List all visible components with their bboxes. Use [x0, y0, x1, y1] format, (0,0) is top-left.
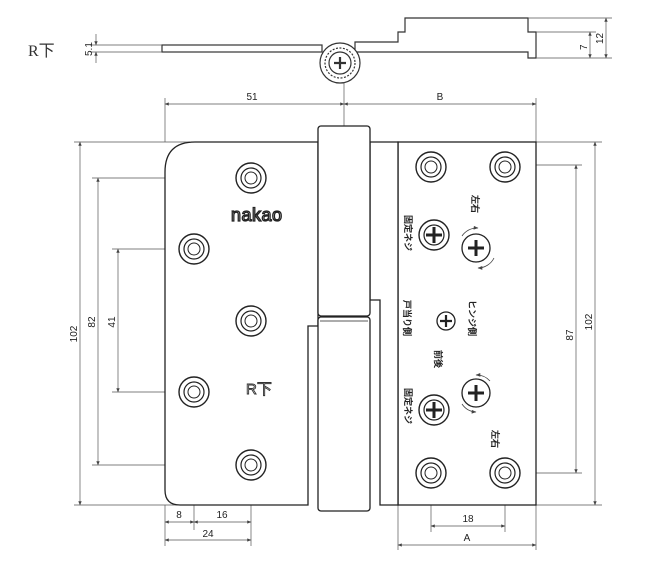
dim-thickness: 5.1 [84, 42, 95, 56]
hole-left-3 [235, 305, 267, 337]
top-view-left-leaf [161, 44, 323, 53]
label-fixing-screw-upper: 固定ネジ [403, 215, 414, 251]
label-hinge-side: ヒンジ側 [467, 300, 478, 336]
label-fixing-screw-lower: 固定ネジ [403, 388, 414, 424]
mounting-holes [178, 151, 521, 489]
dim-width-B: B [437, 92, 444, 103]
top-view-screw-cross [334, 57, 346, 69]
label-left-right-upper: 左右 [470, 194, 481, 213]
plate-mark: R下 [246, 381, 272, 398]
hole-right-2 [489, 151, 521, 183]
dim-bottom-A: A [464, 533, 471, 544]
hole-right-1 [415, 151, 447, 183]
top-view [161, 17, 537, 84]
label-left-right-lower: 左右 [490, 429, 501, 448]
label-door-stop-side: 戸当り側 [402, 300, 413, 336]
lower-knuckle [317, 316, 371, 512]
dim-height-87: 87 [565, 329, 576, 341]
hole-left-4 [178, 376, 210, 408]
hole-right-3 [415, 457, 447, 489]
adjust-screw-center [436, 311, 456, 331]
dim-bottom-18: 18 [462, 514, 474, 525]
dim-width-51: 51 [246, 92, 258, 103]
fixing-screw-upper [418, 219, 450, 251]
dim-bottom-16: 16 [216, 510, 228, 521]
top-dimension-lines [90, 17, 612, 63]
dim-height-102-left: 102 [69, 325, 80, 342]
dim-bottom-8: 8 [176, 510, 182, 521]
dim-height-41: 41 [107, 316, 118, 328]
top-view-knuckle-knurl [324, 47, 356, 79]
dim-height-82: 82 [87, 316, 98, 328]
drawing-title: R下 [28, 43, 55, 60]
hole-left-1 [235, 162, 267, 194]
top-view-right-leaf [354, 17, 537, 59]
hole-left-2 [178, 233, 210, 265]
dim-top-12: 12 [595, 32, 606, 44]
fixing-screw-lower [418, 394, 450, 426]
nakao-logo: nakao [231, 205, 283, 225]
label-front-back: 前後 [433, 350, 444, 369]
rotation-arrows [461, 225, 495, 414]
hole-left-5 [235, 449, 267, 481]
adjust-screw-lower [461, 378, 491, 408]
front-view [164, 125, 537, 512]
knuckle-connector [369, 141, 399, 506]
dim-height-102-right: 102 [584, 313, 595, 330]
upper-knuckle [317, 125, 371, 317]
hole-right-4 [489, 457, 521, 489]
adjust-screw-upper [461, 233, 491, 263]
front-dimension-lines [74, 82, 602, 550]
right-leaf-plate [397, 141, 537, 506]
dim-bottom-24: 24 [202, 529, 214, 540]
adjustment-screws [418, 219, 491, 426]
dim-top-7: 7 [579, 44, 590, 50]
